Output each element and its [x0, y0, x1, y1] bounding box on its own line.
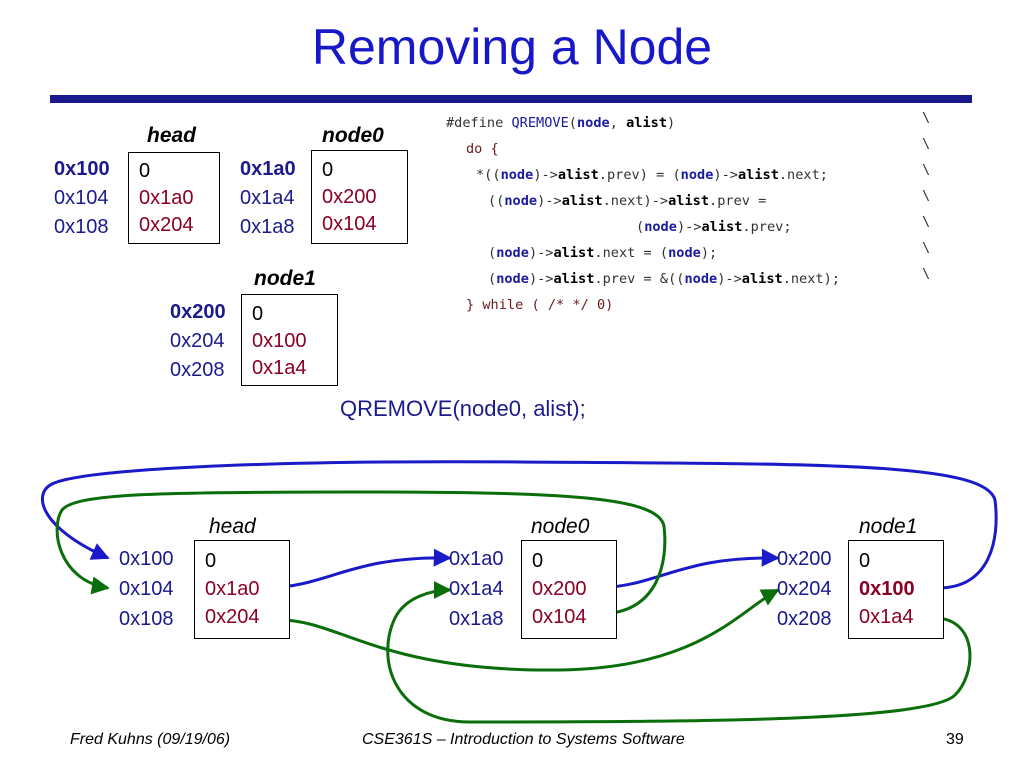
title-rule [50, 95, 972, 103]
after-head-addr-1: 0x104 [119, 578, 174, 600]
before-head-addr-0: 0x100 [54, 158, 110, 180]
code-line-5: (node)->alist.prev; [636, 219, 792, 235]
before-node1-cell-2: 0x1a4 [252, 357, 307, 379]
before-head-cell-2: 0x204 [139, 214, 194, 236]
footer-author: Fred Kuhns (09/19/06) [70, 731, 231, 748]
after-node1-addr-1: 0x204 [777, 578, 832, 600]
code-continuation-5: \ [922, 214, 931, 230]
after-node0-addr-0: 0x1a0 [449, 548, 504, 570]
before-node1-addr-1: 0x204 [170, 330, 225, 352]
after-head-cell-2: 0x204 [205, 606, 260, 628]
slide-title: Removing a Node [311, 19, 713, 75]
after-head-addr-2: 0x108 [119, 608, 174, 630]
before-node1-cell-1: 0x100 [252, 330, 307, 352]
before-node0-cell-0: 0 [322, 159, 334, 181]
arrow-head-next-to-node0 [267, 548, 452, 590]
before-node1-box: 0 0x100 0x1a4 [241, 294, 338, 386]
after-node1-addr-2: 0x208 [777, 608, 832, 630]
after-node0-box: 0 0x200 0x104 [521, 540, 617, 639]
before-head-addr-1: 0x104 [54, 187, 109, 209]
before-node0-box: 0 0x200 0x104 [311, 150, 408, 244]
code-line-6: (node)->alist.next = (node); [488, 245, 718, 261]
before-node1-caption: node1 [254, 267, 316, 290]
before-node0-cell-2: 0x104 [322, 213, 377, 235]
code-line-7: (node)->alist.prev = &((node)->alist.nex… [488, 271, 840, 287]
before-head-box: 0 0x1a0 0x204 [128, 152, 220, 244]
after-node0-cell-1: 0x200 [532, 578, 587, 600]
after-node1-box: 0 0x100 0x1a4 [848, 540, 944, 639]
before-node0-addr-1: 0x1a4 [240, 187, 295, 209]
before-node1-addr-0: 0x200 [170, 301, 226, 323]
before-node0-addr-2: 0x1a8 [240, 216, 295, 238]
before-head-addr-2: 0x108 [54, 216, 109, 238]
after-node1-cell-2: 0x1a4 [859, 606, 914, 628]
after-node1-cell-1: 0x100 [859, 578, 915, 600]
after-head-box: 0 0x1a0 0x204 [194, 540, 290, 639]
after-node1-cell-0: 0 [859, 550, 871, 572]
after-head-cell-0: 0 [205, 550, 217, 572]
after-head-addr-0: 0x100 [119, 548, 174, 570]
code-continuation-3: \ [922, 162, 931, 178]
code-line-8: } while ( /* */ 0) [466, 297, 614, 313]
after-head-cell-1: 0x1a0 [205, 578, 260, 600]
after-node1-addr-0: 0x200 [777, 548, 832, 570]
arrow-node1-prev-to-node0 [386, 581, 972, 724]
before-node0-cell-1: 0x200 [322, 186, 377, 208]
code-continuation-6: \ [922, 240, 931, 256]
after-node1-caption: node1 [859, 515, 918, 538]
code-line-3: *((node)->alist.prev) = (node)->alist.ne… [476, 167, 828, 183]
before-head-cell-1: 0x1a0 [139, 187, 194, 209]
after-node0-cell-0: 0 [532, 550, 544, 572]
after-node0-addr-2: 0x1a8 [449, 608, 504, 630]
code-continuation-2: \ [922, 136, 931, 152]
footer-course: CSE361S – Introduction to Systems Softwa… [362, 731, 685, 748]
footer-page-number: 39 [946, 731, 964, 748]
after-node0-cell-2: 0x104 [532, 606, 587, 628]
arrow-head-prev-to-node1 [279, 588, 780, 672]
after-head-caption: head [209, 515, 256, 538]
code-line-2: do { [466, 141, 499, 157]
arrow-node1-next-to-head [41, 460, 998, 590]
before-head-cell-0: 0 [139, 160, 151, 182]
arrow-node0-next-to-node1 [597, 548, 780, 590]
code-continuation-1: \ [922, 110, 931, 126]
code-continuation-4: \ [922, 188, 931, 204]
before-node1-cell-0: 0 [252, 303, 264, 325]
code-line-4: ((node)->alist.next)->alist.prev = [488, 193, 767, 209]
code-continuation-7: \ [922, 266, 931, 282]
after-node0-addr-1: 0x1a4 [449, 578, 504, 600]
arrow-node0-prev-to-head [55, 490, 667, 616]
before-node0-addr-0: 0x1a0 [240, 158, 296, 180]
qremove-call: QREMOVE(node0, alist); [340, 396, 586, 421]
after-node0-caption: node0 [531, 515, 590, 538]
before-head-caption: head [147, 124, 197, 147]
before-node1-addr-2: 0x208 [170, 359, 225, 381]
code-line-1: #define QREMOVE(node, alist) [446, 115, 676, 131]
before-node0-caption: node0 [322, 124, 384, 147]
